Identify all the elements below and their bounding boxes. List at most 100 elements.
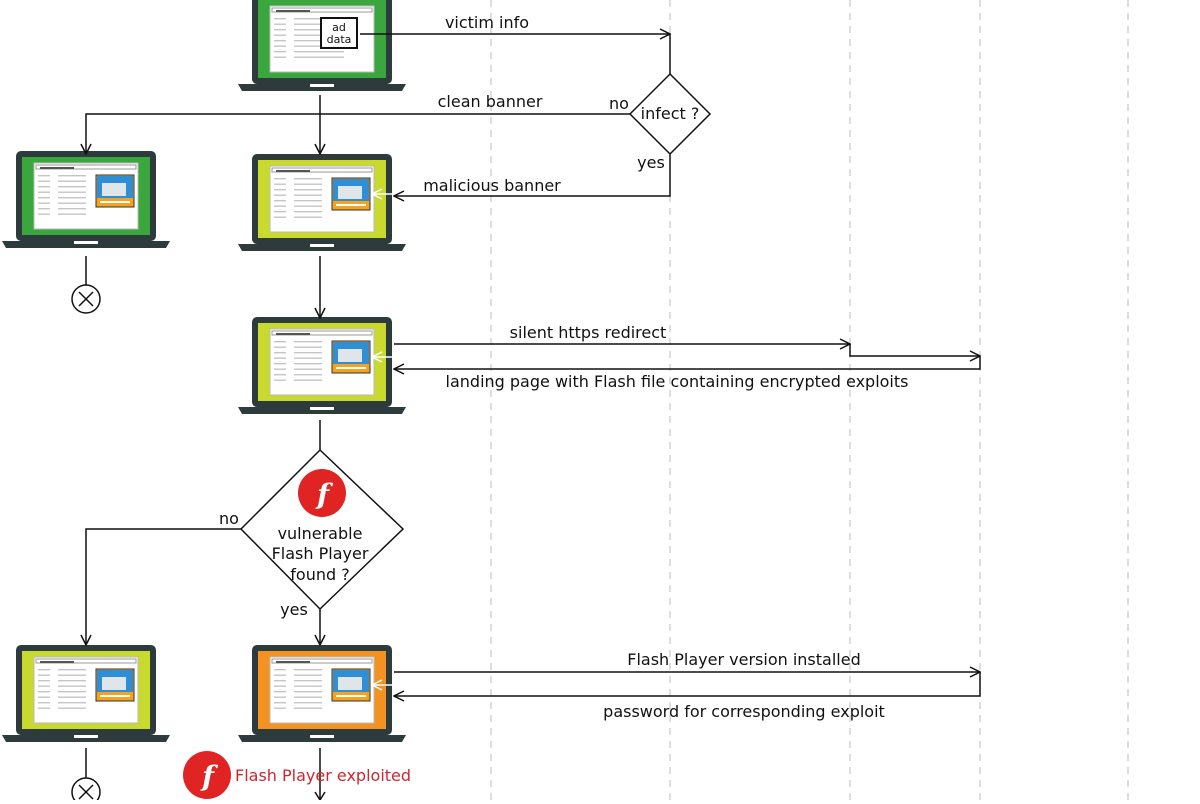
page-text-line — [38, 707, 50, 709]
label-exploited: Flash Player exploited — [235, 766, 411, 785]
page-text-line — [38, 191, 50, 193]
page-text-line — [274, 680, 286, 682]
page-text-line — [58, 702, 86, 704]
infect-diamond — [628, 72, 712, 156]
page-text-line — [58, 696, 86, 698]
page-text-line — [38, 186, 50, 188]
page-text-line — [58, 191, 86, 193]
lifelines — [490, 0, 1129, 800]
arrow-landing-page — [394, 356, 981, 369]
page-text-line — [274, 379, 286, 381]
page-text-line — [274, 200, 286, 202]
page-text-line — [294, 696, 322, 698]
adobe-flash-icon — [183, 751, 231, 799]
laptops — [2, 0, 406, 742]
page-text-line — [58, 674, 86, 676]
page-text-line — [274, 34, 286, 36]
infect-label: infect ? — [641, 104, 700, 123]
page-text-line — [294, 23, 344, 25]
browser-toolbar — [271, 658, 373, 664]
page-text-line — [38, 674, 50, 676]
browser-toolbar — [35, 658, 137, 664]
ad-banner-photo — [338, 677, 362, 690]
label-clean-banner: clean banner — [438, 92, 543, 111]
page-text-line — [38, 208, 50, 210]
adobe-flash-icon: f — [298, 469, 346, 517]
ad-data-label-1: ad — [332, 21, 346, 34]
exploited-badge: f Flash Player exploited — [183, 751, 411, 799]
flow-labels: victim info clean banner no yes maliciou… — [219, 13, 908, 721]
page-text-line — [274, 696, 286, 698]
arrow-no-vulnerable — [86, 528, 244, 645]
page-text-line — [274, 18, 286, 20]
page-text-line — [38, 702, 50, 704]
laptop-notch — [310, 735, 334, 738]
page-text-line — [294, 205, 322, 207]
ad-banner-caption — [336, 204, 366, 206]
label-landing-page: landing page with Flash file containing … — [446, 372, 909, 391]
page-text-line — [274, 669, 286, 671]
page-text-line — [294, 189, 322, 191]
page-text-line — [274, 194, 286, 196]
page-text-line — [274, 56, 286, 58]
page-text-line — [274, 357, 286, 359]
ad-banner-photo — [102, 183, 126, 196]
page-text-line — [58, 208, 86, 210]
page-text-line — [294, 40, 344, 42]
page-text-line — [294, 707, 322, 709]
page-text-line — [38, 202, 50, 204]
page-text-line — [274, 674, 286, 676]
laptop-notch — [310, 244, 334, 247]
page-text-line — [294, 211, 322, 213]
page-text-line — [294, 702, 322, 704]
page-text-line — [294, 368, 322, 370]
page-text-line — [58, 691, 86, 693]
page-text-line — [274, 368, 286, 370]
page-text-line — [274, 346, 286, 348]
page-text-line — [58, 197, 86, 199]
browser-url — [276, 170, 310, 172]
ad-banner-caption — [336, 695, 366, 697]
page-text-line — [38, 175, 50, 177]
page-text-line — [294, 45, 344, 47]
label-malicious-banner: malicious banner — [423, 176, 561, 195]
page-text-line — [294, 357, 322, 359]
page-text-line — [274, 29, 286, 31]
vuln-label-line2: Flash Player — [272, 544, 369, 563]
laptop-base — [238, 735, 406, 742]
ad-data-box: ad data — [320, 17, 358, 49]
page-text-line — [294, 178, 322, 180]
page-text-line — [38, 696, 50, 698]
page-text-line — [294, 29, 344, 31]
page-text-line — [38, 669, 50, 671]
page-text-line — [294, 194, 322, 196]
label-no-infect: no — [609, 94, 629, 113]
page-text-line — [274, 341, 286, 343]
label-no-vulnerable: no — [219, 509, 239, 528]
laptop-notch — [74, 735, 98, 738]
page-text-line — [274, 211, 286, 213]
vuln-label-line3: found ? — [290, 565, 349, 584]
page-text-line — [294, 352, 322, 354]
connectors — [86, 34, 980, 800]
arrow-password — [394, 672, 981, 696]
label-password: password for corresponding exploit — [603, 702, 885, 721]
page-text-line — [294, 669, 322, 671]
page-text-line — [274, 40, 286, 42]
browser-url — [276, 10, 310, 12]
page-text-line — [294, 674, 322, 676]
page-text-line — [38, 197, 50, 199]
browser-url — [276, 333, 310, 335]
laptop-notch — [310, 407, 334, 410]
page-text-line — [38, 180, 50, 182]
arrow-redirect-hop — [849, 344, 980, 356]
page-text-line — [294, 34, 344, 36]
page-text-line — [294, 346, 322, 348]
page-text-line — [38, 685, 50, 687]
page-text-line — [274, 189, 286, 191]
page-text-line — [294, 680, 322, 682]
page-text-line — [58, 669, 86, 671]
page-text-line — [58, 175, 86, 177]
